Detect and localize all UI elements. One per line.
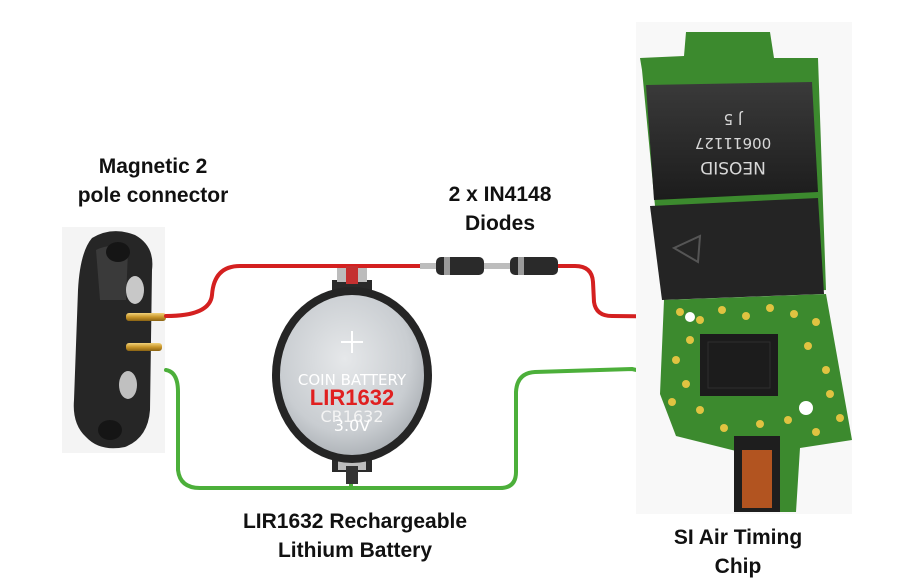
chip-inductor-top: NEOSID 00611127 J 5 [646, 82, 818, 200]
inductor-text-part: 00611127 [695, 134, 771, 152]
battery-coin-face [280, 295, 424, 455]
chip-solder-point-positive [685, 312, 695, 322]
diode-1-cathode-band [444, 257, 450, 275]
chip-ic [700, 334, 778, 396]
chip-pads [668, 304, 844, 436]
battery-positive-lead [346, 266, 358, 284]
label-si-air-chip-line2: Chip [714, 555, 762, 578]
connector-mount-hole-top [106, 242, 130, 262]
battery-negative-lead [346, 466, 358, 484]
magnetic-connector [62, 227, 166, 453]
label-diodes: 2 x IN4148 Diodes [400, 180, 600, 238]
connector-magnet-bottom [119, 371, 137, 399]
battery-voltage-text: 3.0V [334, 416, 370, 435]
label-diodes-line1: 2 x IN4148 [448, 183, 552, 206]
label-magnetic-connector-line1: Magnetic 2 [98, 155, 208, 178]
coin-battery: COIN BATTERY CR1632 LIR1632 3.0V [272, 266, 432, 484]
diode-2-body [510, 257, 558, 275]
label-magnetic-connector-line2: pole connector [77, 184, 229, 207]
connector-mount-hole-bottom [98, 420, 122, 440]
chip-ic-inner [707, 341, 771, 389]
si-air-chip: NEOSID 00611127 J 5 [636, 22, 852, 514]
connector-pin-top [126, 313, 166, 321]
positive-wire-diode-to-chip [538, 264, 694, 319]
chip-solder-point-negative [799, 401, 813, 415]
battery-face-text-line3: CR1632 [320, 407, 383, 426]
negative-wire [164, 367, 808, 490]
label-battery-line1: LIR1632 Rechargeable [242, 510, 468, 533]
inductor-text-code: J 5 [724, 110, 744, 128]
positive-wire-connector-to-diode [164, 264, 432, 318]
diode-1-body [436, 257, 484, 275]
connector-magnet-top [126, 276, 144, 304]
battery-face-text-line1: COIN BATTERY [298, 371, 407, 389]
diode-2-cathode-band [518, 257, 524, 275]
wires [164, 264, 808, 490]
chip-arrow-mark [671, 234, 702, 264]
label-battery-line2: Lithium Battery [277, 539, 432, 562]
diodes [420, 257, 558, 275]
label-si-air-chip: SI Air Timing Chip [648, 523, 828, 581]
label-battery: LIR1632 Rechargeable Lithium Battery [195, 507, 515, 565]
diode-2 [510, 257, 558, 275]
label-diodes-line2: Diodes [464, 212, 535, 235]
label-si-air-chip-line1: SI Air Timing [673, 526, 803, 549]
diode-1 [436, 257, 484, 275]
chip-inductor-bottom [650, 198, 824, 300]
label-magnetic-connector: Magnetic 2 pole connector [48, 152, 258, 210]
connector-pin-bottom [126, 343, 162, 351]
inductor-text-brand: NEOSID [700, 157, 766, 177]
battery-plus-icon [341, 331, 363, 353]
chip-coil-copper [742, 450, 772, 508]
battery-model-text: LIR1632 [310, 385, 394, 410]
